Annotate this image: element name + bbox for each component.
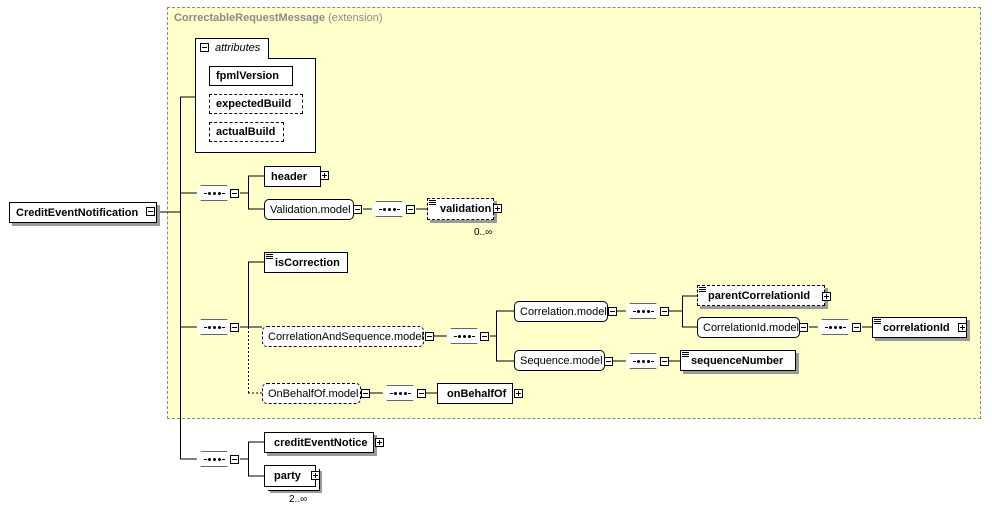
collapse-icon[interactable] bbox=[353, 205, 362, 214]
element-iscorrection[interactable]: isCorrection bbox=[264, 252, 348, 273]
element-validation[interactable]: validation bbox=[427, 198, 494, 220]
element-icon bbox=[429, 200, 436, 206]
attribute-actualbuild[interactable]: actualBuild bbox=[209, 122, 284, 142]
sequence-icon bbox=[382, 385, 418, 401]
element-crediteventnotice[interactable]: creditEventNotice bbox=[264, 432, 374, 453]
sequence-icon bbox=[196, 319, 232, 335]
multiplicity-label: 2..∞ bbox=[289, 494, 308, 505]
sequence-icon bbox=[446, 328, 482, 344]
group-label: Validation.model bbox=[270, 203, 351, 216]
sequence-icon bbox=[196, 451, 232, 467]
group-correlationid-model[interactable]: CorrelationId.model bbox=[697, 317, 800, 338]
element-label: validation bbox=[440, 203, 492, 215]
expand-icon[interactable] bbox=[311, 471, 320, 480]
collapse-icon[interactable] bbox=[604, 357, 613, 366]
element-header[interactable]: header bbox=[264, 166, 321, 187]
expand-icon[interactable] bbox=[822, 292, 831, 301]
attributes-tab bbox=[195, 38, 269, 59]
collapse-icon[interactable] bbox=[361, 389, 370, 398]
collapse-icon[interactable] bbox=[230, 455, 239, 464]
collapse-icon[interactable] bbox=[425, 332, 434, 341]
attributes-tab-label: attributes bbox=[215, 42, 261, 54]
expand-icon[interactable] bbox=[375, 438, 384, 447]
element-icon bbox=[699, 287, 706, 293]
sequence-icon bbox=[817, 319, 853, 335]
group-label: Sequence.model bbox=[520, 354, 603, 367]
group-label: Correlation.model bbox=[520, 305, 607, 318]
attribute-label: actualBuild bbox=[216, 126, 276, 138]
group-correlation-model[interactable]: Correlation.model bbox=[514, 301, 608, 322]
extension-suffix: (extension) bbox=[328, 12, 383, 24]
sequence-icon bbox=[196, 185, 232, 201]
element-correlationid[interactable]: correlationId bbox=[872, 317, 967, 338]
root-label: CreditEventNotification bbox=[16, 206, 139, 219]
collapse-icon[interactable] bbox=[146, 207, 155, 216]
expand-icon[interactable] bbox=[958, 323, 967, 332]
element-label: isCorrection bbox=[275, 256, 340, 269]
collapse-icon[interactable] bbox=[852, 323, 861, 332]
element-label: creditEventNotice bbox=[274, 436, 368, 449]
collapse-icon[interactable] bbox=[480, 332, 489, 341]
sequence-icon bbox=[625, 353, 661, 369]
collapse-icon[interactable] bbox=[230, 323, 239, 332]
multiplicity-label: 0..∞ bbox=[474, 227, 493, 238]
collapse-icon[interactable] bbox=[230, 189, 239, 198]
attribute-label: fpmlVersion bbox=[216, 70, 279, 82]
group-onbehalfof-model[interactable]: OnBehalfOf.model bbox=[262, 383, 361, 404]
element-icon bbox=[682, 352, 689, 358]
element-onbehalfof[interactable]: onBehalfOf bbox=[437, 383, 513, 404]
element-sequencenumber[interactable]: sequenceNumber bbox=[680, 350, 796, 371]
extension-base: CorrectableRequestMessage bbox=[174, 12, 326, 24]
collapse-icon[interactable] bbox=[200, 43, 209, 52]
group-correlationandsequence-model[interactable]: CorrelationAndSequence.model bbox=[262, 326, 424, 347]
collapse-icon[interactable] bbox=[660, 357, 669, 366]
element-label: party bbox=[274, 470, 301, 482]
expand-icon[interactable] bbox=[514, 389, 523, 398]
group-validation-model[interactable]: Validation.model bbox=[264, 199, 354, 220]
sequence-icon bbox=[371, 201, 407, 217]
expand-icon[interactable] bbox=[320, 171, 329, 180]
collapse-icon[interactable] bbox=[799, 323, 808, 332]
element-party[interactable]: party bbox=[264, 465, 316, 487]
collapse-icon[interactable] bbox=[417, 389, 426, 398]
element-icon bbox=[266, 254, 273, 260]
expand-icon[interactable] bbox=[493, 204, 502, 213]
sequence-icon bbox=[625, 303, 661, 319]
element-label: sequenceNumber bbox=[691, 354, 784, 367]
collapse-icon[interactable] bbox=[406, 205, 415, 214]
element-label: header bbox=[271, 170, 308, 183]
root-element[interactable]: CreditEventNotification bbox=[9, 202, 157, 223]
element-label: onBehalfOf bbox=[447, 387, 507, 400]
extension-title: CorrectableRequestMessage (extension) bbox=[174, 12, 383, 24]
attribute-expectedbuild[interactable]: expectedBuild bbox=[209, 94, 303, 114]
collapse-icon[interactable] bbox=[660, 307, 669, 316]
element-label: parentCorrelationId bbox=[708, 289, 811, 302]
element-icon bbox=[874, 319, 881, 325]
attribute-label: expectedBuild bbox=[216, 98, 292, 110]
group-label: CorrelationId.model bbox=[703, 321, 799, 334]
element-label: correlationId bbox=[883, 321, 950, 334]
collapse-icon[interactable] bbox=[608, 307, 617, 316]
group-label: CorrelationAndSequence.model bbox=[268, 330, 424, 343]
element-parentcorrelationid[interactable]: parentCorrelationId bbox=[697, 285, 825, 306]
group-label: OnBehalfOf.model bbox=[268, 387, 359, 400]
attribute-fpmlversion[interactable]: fpmlVersion bbox=[209, 66, 293, 86]
group-sequence-model[interactable]: Sequence.model bbox=[514, 350, 605, 371]
